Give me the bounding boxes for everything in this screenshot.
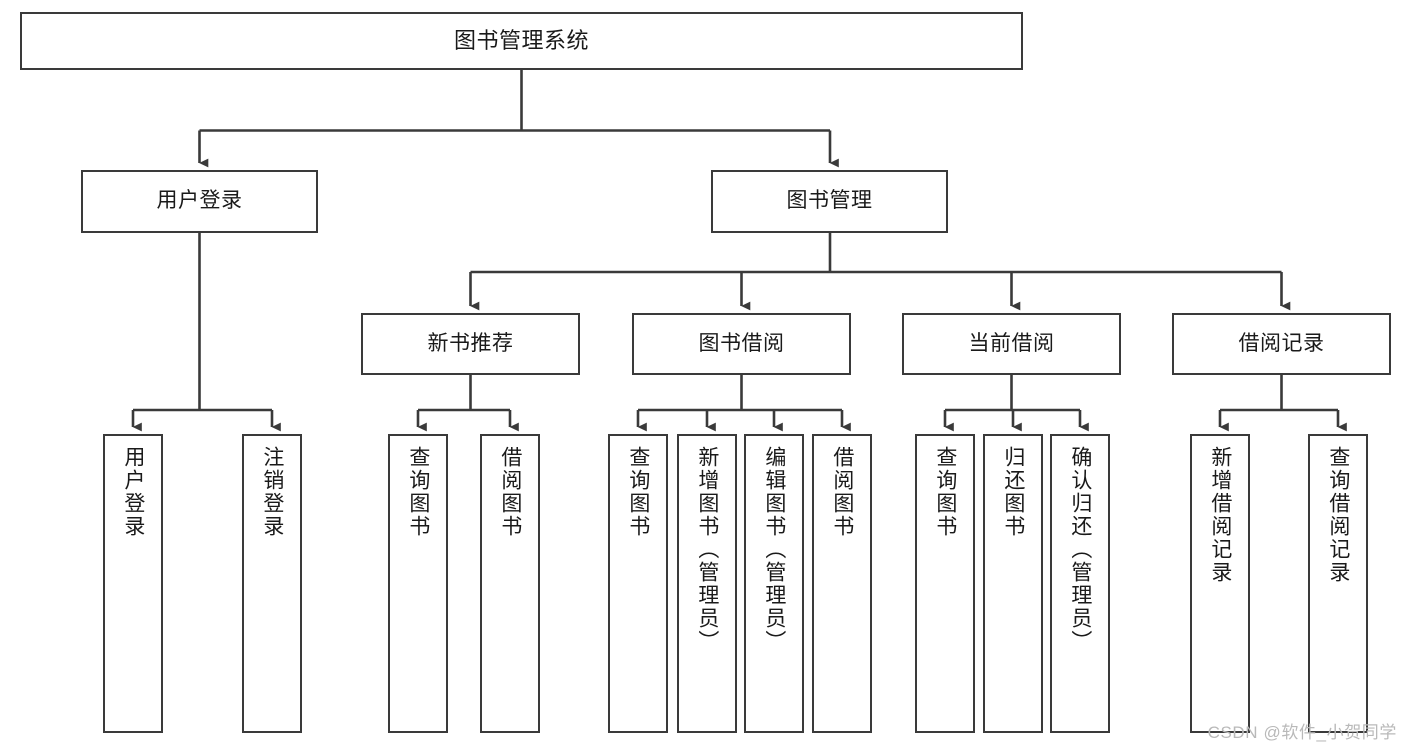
node-leaf-return-book[interactable]: 归还图书: [983, 434, 1043, 733]
node-book-manage[interactable]: 图书管理: [711, 170, 948, 233]
node-root-system[interactable]: 图书管理系统: [20, 12, 1023, 70]
node-new-book-recommend[interactable]: 新书推荐: [361, 313, 580, 375]
node-leaf-edit-book-admin[interactable]: 编辑图书（管理员）: [744, 434, 804, 733]
node-leaf-user-login[interactable]: 用户登录: [103, 434, 163, 733]
node-label: 查询借阅记录: [1326, 446, 1350, 584]
node-label: 查询图书: [933, 446, 957, 538]
watermark-text: CSDN @软件_小贺同学: [1207, 723, 1397, 742]
node-label: 当前借阅: [968, 331, 1055, 355]
node-leaf-query-book-borrow[interactable]: 查询图书: [608, 434, 668, 733]
node-leaf-add-borrow-record[interactable]: 新增借阅记录: [1190, 434, 1250, 733]
node-user-login[interactable]: 用户登录: [81, 170, 318, 233]
node-label: 用户登录: [156, 189, 243, 213]
node-leaf-query-book-recommend[interactable]: 查询图书: [388, 434, 448, 733]
node-book-borrow[interactable]: 图书借阅: [632, 313, 851, 375]
node-current-borrow[interactable]: 当前借阅: [902, 313, 1121, 375]
node-label: 用户登录: [121, 446, 145, 538]
node-label: 新增借阅记录: [1208, 446, 1232, 584]
node-leaf-confirm-return-admin[interactable]: 确认归还（管理员）: [1050, 434, 1110, 733]
node-leaf-query-book-current[interactable]: 查询图书: [915, 434, 975, 733]
node-leaf-borrow-book-recommend[interactable]: 借阅图书: [480, 434, 540, 733]
node-leaf-user-logout[interactable]: 注销登录: [242, 434, 302, 733]
node-label: 图书借阅: [698, 331, 785, 355]
node-borrow-record[interactable]: 借阅记录: [1172, 313, 1391, 375]
node-label: 新书推荐: [427, 331, 514, 355]
node-label: 查询图书: [406, 446, 430, 538]
node-leaf-query-borrow-record[interactable]: 查询借阅记录: [1308, 434, 1368, 733]
node-label: 确认归还（管理员）: [1068, 446, 1092, 653]
node-label: 图书管理系统: [453, 28, 589, 54]
node-label: 图书管理: [786, 189, 873, 213]
node-label: 注销登录: [260, 446, 284, 538]
node-label: 借阅图书: [830, 446, 854, 538]
node-leaf-add-book-admin[interactable]: 新增图书（管理员）: [677, 434, 737, 733]
node-label: 查询图书: [626, 446, 650, 538]
node-label: 新增图书（管理员）: [695, 446, 719, 653]
node-label: 借阅记录: [1238, 331, 1325, 355]
node-label: 借阅图书: [498, 446, 522, 538]
node-label: 归还图书: [1001, 446, 1025, 538]
node-label: 编辑图书（管理员）: [762, 446, 786, 653]
node-leaf-borrow-book[interactable]: 借阅图书: [812, 434, 872, 733]
